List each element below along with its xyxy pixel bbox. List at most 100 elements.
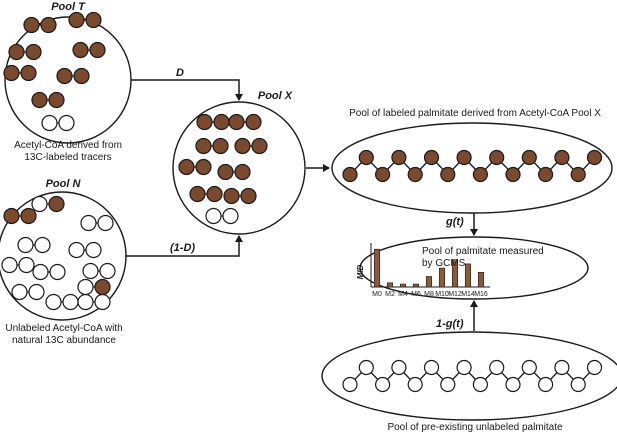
bar-m4 [399, 283, 407, 288]
arrow-one-minus-d [125, 235, 243, 257]
pool-x-dimer-9-atom-2 [222, 207, 239, 225]
bar-m0 [373, 248, 381, 288]
bar-m12 [451, 259, 459, 288]
labeled-palmitate-chain-atom-5 [407, 166, 423, 183]
pool-t-dimer-8-atom-2 [58, 114, 75, 132]
pool-t-dimer-5-atom-1 [3, 64, 20, 82]
pool-n-dimer-4 [17, 236, 51, 254]
pool-n-dimer-2-atom-1 [31, 195, 48, 213]
pool-t-dimer-2-atom-1 [68, 11, 85, 29]
pool-t-dimer-1-atom-1 [23, 16, 40, 34]
pool-t-dimer-4-atom-1 [72, 41, 89, 59]
pool-t-dimer-8 [41, 114, 75, 132]
tick-m4: M4 [398, 291, 408, 298]
pool-x-dimer-6-atom-1 [217, 163, 234, 181]
pool-n-caption-line2: natural 13C abundance [12, 335, 116, 346]
pool-n-dimer-5 [68, 241, 102, 259]
pool-x-dimer-9 [205, 207, 239, 225]
arrow-one-minus-g-label: 1-g(t) [436, 318, 464, 330]
pool-n-dimer-10 [45, 293, 79, 311]
labeled-palmitate-chain-atom-4 [391, 149, 407, 166]
unlabeled-palmitate-chain-atom-11 [505, 376, 521, 393]
pool-n-dimer-3-atom-2 [97, 214, 114, 232]
labeled-palmitate-caption: Pool of labeled palmitate derived from A… [349, 108, 601, 119]
unlabeled-palmitate-chain-atom-14 [554, 359, 570, 376]
labeled-palmitate-chain-atom-12 [521, 149, 537, 166]
pool-n-dimer-8 [82, 262, 116, 280]
unlabeled-palmitate-chain-atom-10 [489, 359, 505, 376]
pool-x-dimer-1-atom-2 [213, 113, 230, 131]
labeled-palmitate-chain-atom-6 [423, 149, 440, 166]
acetyl-coa-dimers [1, 11, 268, 311]
pool-n-dimer-7-atom-1 [32, 263, 49, 281]
labeled-palmitate-chain-atom-11 [505, 166, 521, 183]
unlabeled-palmitate-chain-atom-9 [472, 376, 488, 393]
unlabeled-palmitate-ellipse [321, 331, 617, 421]
unlabeled-palmitate-chain-atom-4 [391, 359, 407, 376]
pool-t-dimer-7-atom-1 [31, 91, 48, 109]
pool-n-dimer-1-atom-2 [20, 207, 37, 225]
pool-n-dimer-2-atom-2 [48, 195, 65, 213]
unlabeled-palmitate-chain-atom-16 [586, 359, 603, 376]
pool-t-dimer-4 [72, 41, 106, 59]
bar-m6 [412, 283, 420, 288]
tick-m16: M16 [474, 291, 488, 298]
pool-n-title: Pool N [45, 178, 81, 190]
pool-x-dimer-3 [195, 137, 229, 155]
pool-n-dimer-11-atom-1 [77, 293, 94, 311]
labeled-palmitate-chain-atom-14 [554, 149, 570, 166]
unlabeled-palmitate-chain-atom-2 [358, 359, 374, 376]
pool-n-dimer-9 [11, 283, 45, 301]
pool-n-dimer-2 [31, 195, 65, 213]
labeled-palmitate-chain-atom-7 [440, 166, 456, 183]
pool-t-dimer-2 [68, 11, 102, 29]
unlabeled-palmitate-chain-atom-15 [570, 376, 586, 393]
unlabeled-palmitate-caption: Pool of pre-existing unlabeled palmitate [387, 422, 563, 433]
pool-t-dimer-3-atom-2 [25, 43, 42, 61]
unlabeled-palmitate-chain-atom-12 [521, 359, 537, 376]
labeled-palmitate-chain-atom-3 [375, 166, 391, 183]
pool-x-dimer-8-atom-1 [223, 187, 240, 205]
pool-t-dimer-6-atom-2 [73, 67, 90, 85]
pool-x-dimer-6-atom-2 [234, 163, 251, 181]
pool-n-dimer-10-atom-2 [62, 293, 79, 311]
pool-n-dimer-11 [77, 293, 111, 311]
pool-x-dimer-1 [196, 113, 230, 131]
pool-n-dimer-4-atom-2 [34, 236, 51, 254]
pool-t-dimer-5-atom-2 [20, 64, 37, 82]
pool-x-dimer-4-atom-1 [234, 137, 251, 155]
pool-n-dimer-12-atom-1 [77, 278, 94, 296]
tick-m14: M14 [461, 291, 475, 298]
pool-x-title: Pool X [257, 90, 293, 102]
pool-t-dimer-3-atom-1 [8, 43, 25, 61]
pool-x-dimer-5 [178, 158, 212, 176]
pool-n-dimer-4-atom-1 [17, 236, 34, 254]
pool-n-dimer-5-atom-1 [68, 241, 85, 259]
measured-pool-caption-line2: by GCMS [422, 258, 466, 269]
pool-n-dimer-7 [32, 263, 66, 281]
pool-t-dimer-5 [3, 64, 37, 82]
bar-m2 [386, 282, 394, 288]
labeled-palmitate-chain-atom-13 [537, 166, 554, 183]
pool-x-dimer-7-atom-2 [206, 185, 223, 203]
labeled-palmitate-chain-atom-15 [570, 166, 586, 183]
arrow-d [131, 79, 243, 101]
pool-n-dimer-1-atom-1 [3, 207, 20, 225]
unlabeled-palmitate-chain-atom-8 [456, 359, 472, 376]
bar-m16 [477, 271, 485, 288]
pool-t-dimer-1-atom-2 [40, 16, 57, 34]
labeled-palmitate-chain-atom-16 [586, 149, 603, 166]
pool-x-dimer-3-atom-2 [212, 137, 229, 155]
pool-n-dimer-11-atom-2 [94, 293, 111, 311]
bar-m10 [438, 267, 446, 288]
pool-x-dimer-2-atom-2 [245, 113, 262, 131]
tick-m2: M2 [385, 291, 395, 298]
pool-t-title: Pool T [51, 1, 85, 13]
unlabeled-palmitate-chain-atom-7 [440, 376, 456, 393]
pool-t-dimer-7-atom-2 [48, 91, 65, 109]
pool-n-dimer-6 [1, 256, 35, 274]
arrow-one-minus-d-label: (1-D) [170, 242, 196, 254]
measured-pool-ellipse [359, 236, 589, 300]
